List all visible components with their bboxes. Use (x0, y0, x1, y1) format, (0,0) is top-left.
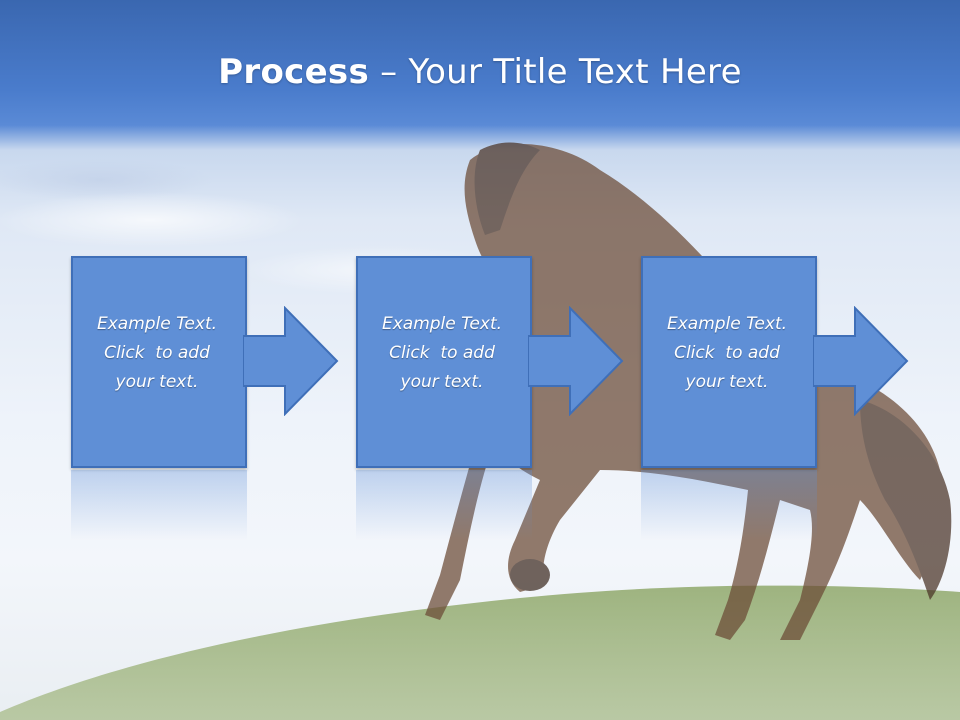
step-text-line-1: Example Text. (666, 314, 788, 334)
step-box[interactable] (71, 256, 247, 468)
slide-title[interactable]: Process – Your Title Text Here (0, 52, 960, 92)
title-rest-text: – Your Title Text Here (369, 52, 742, 92)
step-reflection (356, 470, 532, 540)
step-text[interactable]: Example Text. Click to add your text. (641, 310, 813, 397)
step-text-line-2: Click to add (674, 343, 780, 363)
step-reflection (71, 470, 247, 540)
step-text[interactable]: Example Text. Click to add your text. (356, 310, 528, 397)
right-arrow-icon (243, 306, 339, 416)
step-text-line-1: Example Text. (381, 314, 503, 334)
step-text-line-1: Example Text. (96, 314, 218, 334)
right-arrow-icon (813, 306, 909, 416)
step-reflection (641, 470, 817, 540)
process-step-1[interactable]: Example Text. Click to add your text. (71, 256, 247, 468)
step-text-line-2: Click to add (389, 343, 495, 363)
process-step-3[interactable]: Example Text. Click to add your text. (641, 256, 817, 468)
step-text-line-3: your text. (115, 372, 199, 392)
step-text-line-3: your text. (685, 372, 769, 392)
step-text[interactable]: Example Text. Click to add your text. (71, 310, 243, 397)
step-text-line-2: Click to add (104, 343, 210, 363)
step-text-line-3: your text. (400, 372, 484, 392)
right-arrow-icon (528, 306, 624, 416)
process-step-2[interactable]: Example Text. Click to add your text. (356, 256, 532, 468)
title-bold-text: Process (218, 52, 370, 92)
